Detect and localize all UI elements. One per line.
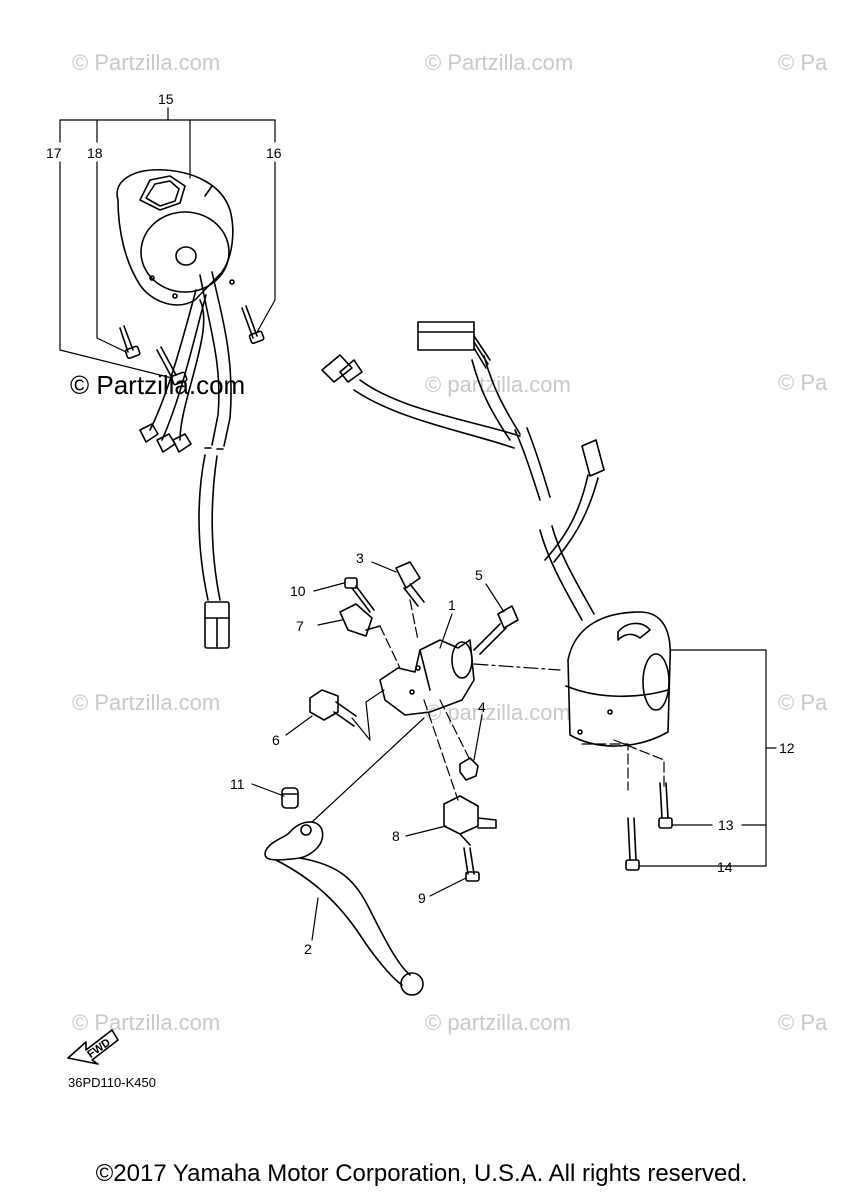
switch-8 — [443, 795, 497, 846]
watermark: © Partzilla.com — [72, 1010, 221, 1035]
watermark: © Pa — [778, 1010, 828, 1035]
clip-7 — [339, 603, 381, 637]
callout-3: 3 — [356, 550, 364, 566]
screw-13 — [658, 782, 673, 829]
bolt-6 — [309, 689, 357, 727]
callout-5: 5 — [475, 567, 483, 583]
callout-8: 8 — [392, 828, 400, 844]
watermark: © Pa — [778, 690, 828, 715]
screw-10 — [344, 577, 375, 613]
screw-9 — [463, 847, 480, 882]
screw-18 — [119, 325, 141, 359]
callout-16: 16 — [266, 145, 282, 161]
callout-leaders-top — [59, 107, 276, 379]
callout-11: 11 — [230, 776, 245, 792]
callout-18: 18 — [87, 145, 103, 161]
callout-2: 2 — [304, 941, 312, 957]
callout-14: 14 — [717, 859, 733, 875]
nut-4 — [459, 757, 479, 781]
watermark: © partzilla.com — [425, 1010, 571, 1035]
watermark: © Pa — [778, 370, 828, 395]
callout-6: 6 — [272, 732, 280, 748]
callout-leaders-right — [581, 649, 777, 867]
screw-5 — [473, 605, 519, 655]
callout-10: 10 — [290, 583, 306, 599]
screw-17 — [156, 346, 188, 386]
watermark: © Partzilla.com — [72, 690, 221, 715]
callout-13: 13 — [718, 817, 734, 833]
callout-17: 17 — [46, 145, 62, 161]
collar-11 — [281, 787, 299, 809]
watermark: © Partzilla.com — [425, 50, 574, 75]
callout-9: 9 — [418, 890, 426, 906]
callout-15: 15 — [158, 91, 174, 107]
fwd-arrow-icon: FWD — [67, 1029, 119, 1065]
lever-bracket — [379, 639, 475, 716]
left-switch-wiring — [139, 271, 232, 649]
diagram-code: 36PD110-K450 — [68, 1075, 156, 1090]
copyright-notice: ©2017 Yamaha Motor Corporation, U.S.A. A… — [95, 1160, 748, 1187]
callout-7: 7 — [296, 618, 304, 634]
callout-1: 1 — [448, 597, 456, 613]
right-handlebar-switch — [565, 611, 672, 747]
left-handlebar-switch — [116, 169, 235, 306]
right-switch-wiring — [321, 321, 605, 621]
screw-16 — [241, 305, 265, 344]
clutch-lever-2 — [264, 821, 424, 996]
bolt-3 — [395, 561, 425, 607]
watermark: © Pa — [778, 50, 828, 75]
callout-4: 4 — [478, 699, 486, 715]
screw-14 — [625, 817, 640, 871]
watermark: © Partzilla.com — [72, 50, 221, 75]
callout-12: 12 — [779, 740, 795, 756]
callout-leaders-center — [251, 561, 561, 941]
